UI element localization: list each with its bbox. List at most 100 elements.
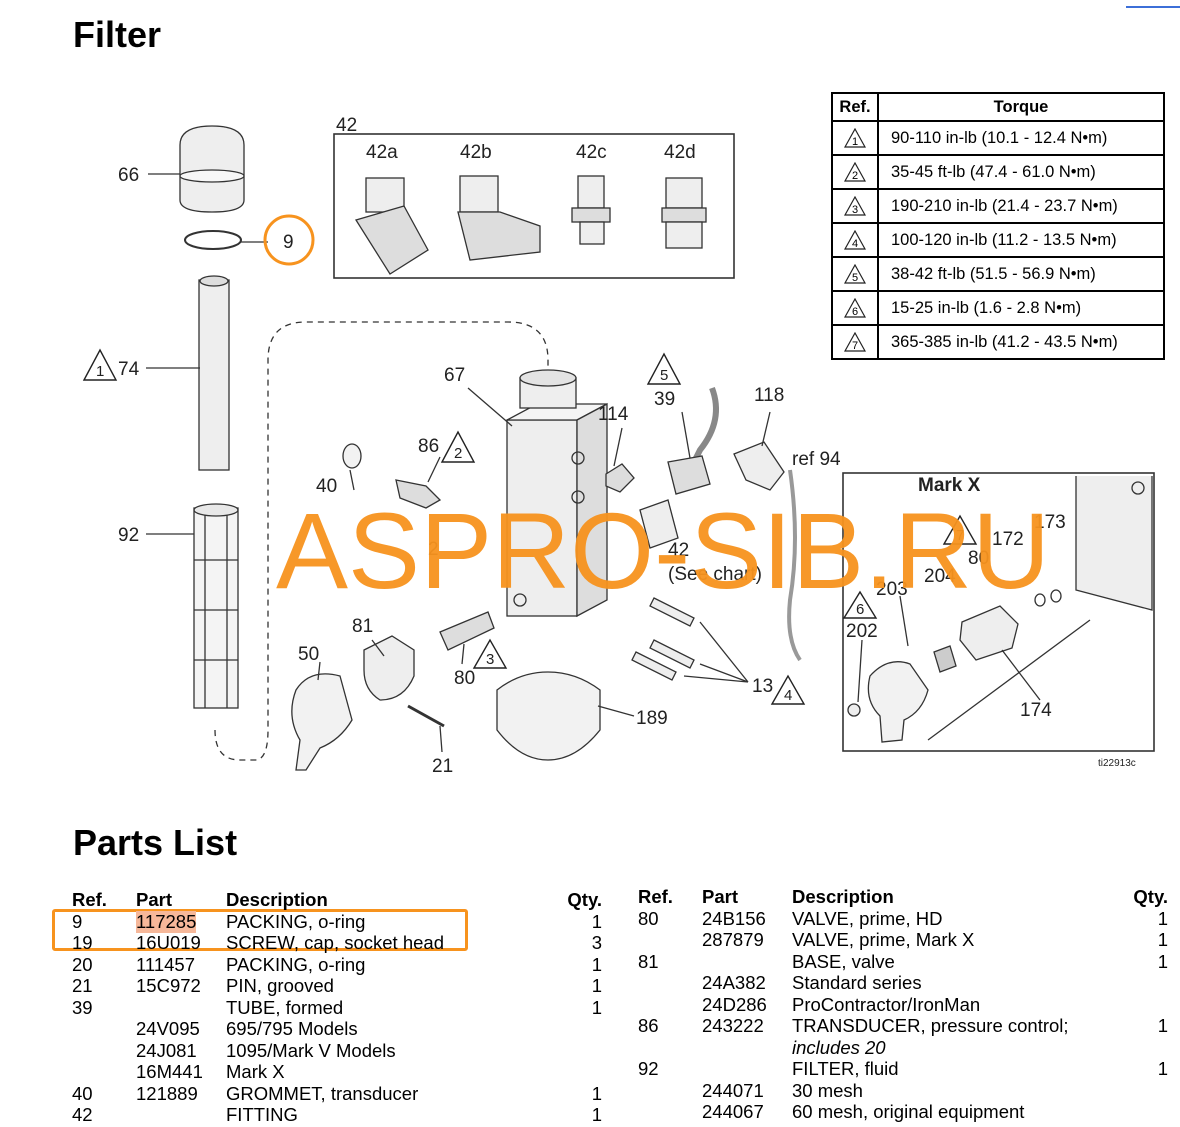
torque-triangle-icon: 3 — [844, 196, 866, 216]
callout-204: 204 — [924, 566, 956, 587]
callout-9-highlight — [263, 214, 315, 266]
part-number: 15C972 — [136, 975, 201, 996]
part-description: PACKING, o-ring — [226, 910, 366, 932]
callout-172: 172 — [992, 529, 1024, 550]
callout-2: 2 — [428, 539, 439, 560]
table-row: 16M441 Mark X — [72, 1061, 602, 1083]
callout-see-chart: (See chart) — [668, 564, 762, 585]
prime-valve-part — [439, 611, 495, 651]
part-description: SCREW, cap, socket head — [226, 932, 444, 953]
torque-triangle-6-icon: 6 — [842, 590, 878, 619]
part-description: FITTING — [226, 1104, 298, 1125]
plug-part — [605, 463, 635, 493]
part-ref: 20 — [72, 953, 93, 975]
part-ref: 92 — [638, 1058, 659, 1079]
svg-text:6: 6 — [852, 306, 858, 318]
torque-triangle-1-icon: 1 — [82, 348, 118, 381]
torque-ref-cell: 3 — [831, 188, 879, 224]
part-number: 24B156 — [702, 907, 766, 929]
callout-42a: 42a — [366, 142, 398, 163]
header-qty: Qty. — [567, 889, 602, 910]
svg-text:1: 1 — [96, 363, 104, 380]
part-number: 287879 — [702, 929, 764, 950]
part-number: 243222 — [702, 1015, 764, 1036]
part-ref: 80 — [638, 907, 659, 929]
header-description: Description — [792, 886, 894, 907]
part-description: VALVE, prime, HD — [792, 907, 943, 929]
pin-part — [407, 704, 445, 728]
part-description: includes 20 — [792, 1036, 886, 1058]
callout-174: 174 — [1020, 700, 1052, 721]
table-row: 39 TUBE, formed 1 — [72, 997, 602, 1019]
table-row: 80 24B156 VALVE, prime, HD 1 — [638, 908, 1168, 930]
part-qty: 1 — [591, 953, 602, 975]
part-qty: 3 — [591, 932, 602, 953]
callout-118: 118 — [754, 385, 784, 406]
svg-text:4: 4 — [852, 238, 858, 250]
torque-ref-cell: 4 — [831, 222, 879, 258]
torque-ref-cell: 1 — [831, 120, 879, 156]
header-qty: Qty. — [1133, 886, 1168, 907]
header-description: Description — [226, 889, 328, 910]
table-row: 24J081 1095/Mark V Models — [72, 1040, 602, 1062]
callout-81: 81 — [352, 616, 373, 637]
callout-9: 9 — [283, 232, 294, 253]
part-ref: 86 — [638, 1015, 659, 1036]
part-qty: 1 — [591, 996, 602, 1018]
callout-114: 114 — [598, 404, 629, 425]
part-ref: 40 — [72, 1082, 93, 1104]
part-number: 24J081 — [136, 1039, 197, 1061]
svg-text:7: 7 — [852, 340, 858, 352]
table-row: includes 20 — [638, 1037, 1168, 1059]
part-description: 695/795 Models — [226, 1018, 358, 1039]
part-description: TUBE, formed — [226, 996, 344, 1018]
mark-x-valve-part — [959, 605, 1019, 661]
part-number: 16M441 — [136, 1061, 203, 1082]
header-part: Part — [136, 889, 172, 910]
callout-202: 202 — [846, 621, 878, 642]
part-number: 24D286 — [702, 993, 767, 1015]
page-title: Filter — [73, 14, 162, 55]
part-qty: 1 — [591, 975, 602, 996]
part-number: 244071 — [702, 1079, 764, 1101]
torque-triangle-icon: 4 — [844, 230, 866, 250]
filter-cap-part — [179, 125, 245, 213]
torque-value: 90-110 in-lb (10.1 - 12.4 N•m) — [877, 120, 1165, 156]
part-ref: 9 — [72, 910, 83, 932]
callout-66: 66 — [118, 165, 139, 186]
parts-list-header: Ref. Part Description Qty. — [72, 889, 602, 911]
grommet-part — [342, 443, 362, 469]
parts-list-title: Parts List — [73, 822, 238, 863]
figure-id: ti22913c — [1098, 758, 1136, 769]
callout-92: 92 — [118, 525, 139, 546]
part-description: 1095/Mark V Models — [226, 1039, 396, 1061]
row-9-highlight — [52, 909, 468, 951]
part-ref: 39 — [72, 996, 93, 1018]
valve-base-part — [363, 635, 415, 701]
callout-39: 39 — [654, 389, 675, 410]
svg-text:3: 3 — [852, 204, 858, 216]
part-description: Mark X — [226, 1061, 285, 1082]
part-qty: 1 — [1157, 907, 1168, 929]
svg-text:1: 1 — [852, 136, 858, 148]
part-number: 117285 — [136, 910, 197, 933]
callout-ref-94: ref 94 — [792, 449, 841, 470]
torque-triangle-2-icon: 2 — [440, 430, 476, 463]
fitting-42d-part — [661, 177, 707, 249]
part-qty: 1 — [1157, 1015, 1168, 1036]
mesh-filter-part — [193, 503, 239, 709]
part-description: BASE, valve — [792, 950, 895, 972]
